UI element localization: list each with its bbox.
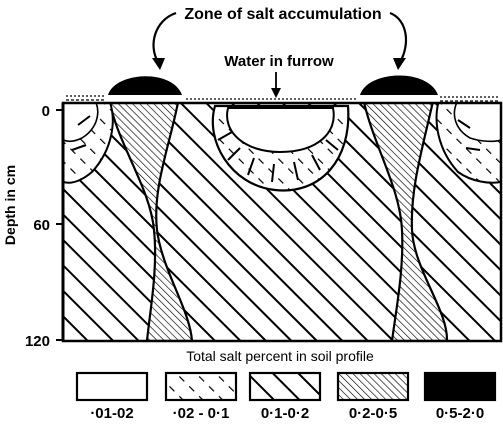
legend-swatch-dashed <box>164 371 238 402</box>
soil-profile <box>61 101 503 343</box>
tick-0: 0 <box>42 103 50 120</box>
furrow-arrow-head <box>271 88 281 98</box>
title-zone-salt: Zone of salt accumulation <box>184 6 381 23</box>
arrow-right-head <box>393 58 406 70</box>
arrow-left-head <box>152 58 165 70</box>
legend-label-4: 0·2-0·5 <box>349 405 397 422</box>
legend-swatch-diagonal <box>248 371 322 402</box>
legend-label-3: 0·1-0·2 <box>261 405 309 422</box>
dense-column-right-outline <box>363 103 449 341</box>
legend-label-2: ·02 - 0·1 <box>173 405 230 422</box>
dense-column-left-outline <box>108 103 194 341</box>
label-water-furrow: Water in furrow <box>224 53 334 70</box>
salt-cap-right <box>360 75 438 95</box>
legend-label-1: ·01-02 <box>90 405 133 422</box>
zone-blank-center <box>226 107 335 154</box>
legend-swatch-solid <box>423 371 497 402</box>
legend-title: Total salt percent in soil profile <box>186 348 374 364</box>
water-surface <box>66 95 499 104</box>
arrow-right <box>389 11 407 63</box>
zone-blank-right <box>453 103 501 143</box>
salt-cap-left <box>108 76 182 95</box>
arrow-left <box>152 11 177 63</box>
legend-swatch-dense <box>336 371 410 402</box>
radial-marks <box>71 115 481 183</box>
tick-60: 60 <box>33 217 50 234</box>
y-axis-label: Depth in cm <box>2 165 18 245</box>
tick-120: 120 <box>25 333 50 350</box>
y-axis: 0 60 120 Depth in cm <box>2 103 63 350</box>
legend-swatch-blank <box>75 371 149 402</box>
legend-label-5: 0·5-2·0 <box>436 405 484 422</box>
legend: Total salt percent in soil profile ·01-0… <box>75 348 497 422</box>
